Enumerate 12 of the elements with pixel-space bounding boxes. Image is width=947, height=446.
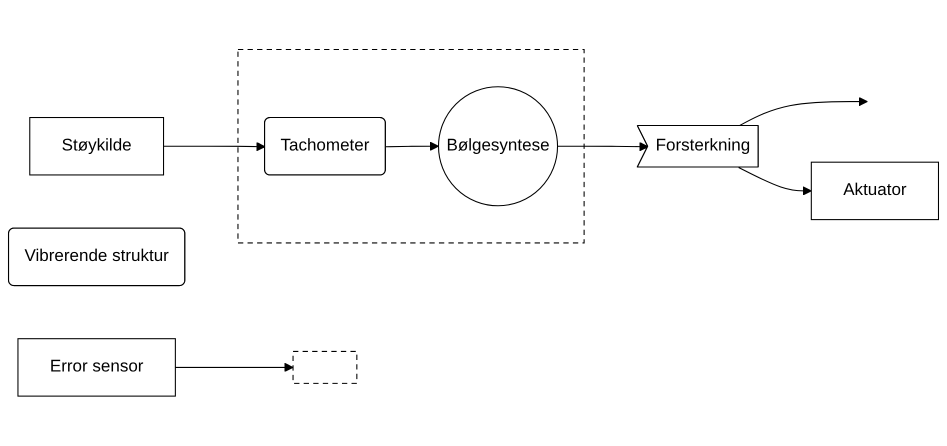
arrow (738, 97, 868, 127)
arrow (386, 142, 439, 152)
arrow (164, 142, 266, 152)
arrow (558, 142, 649, 152)
cluster (237, 49, 585, 244)
node-box: Støykilde (29, 117, 164, 176)
arrow (175, 362, 294, 372)
node-box: Aktuator (810, 162, 940, 220)
node-box: Error sensor (17, 338, 176, 397)
node-circle: Bølgesyntese (438, 86, 558, 206)
arrow (738, 167, 812, 196)
node-box (292, 351, 358, 384)
